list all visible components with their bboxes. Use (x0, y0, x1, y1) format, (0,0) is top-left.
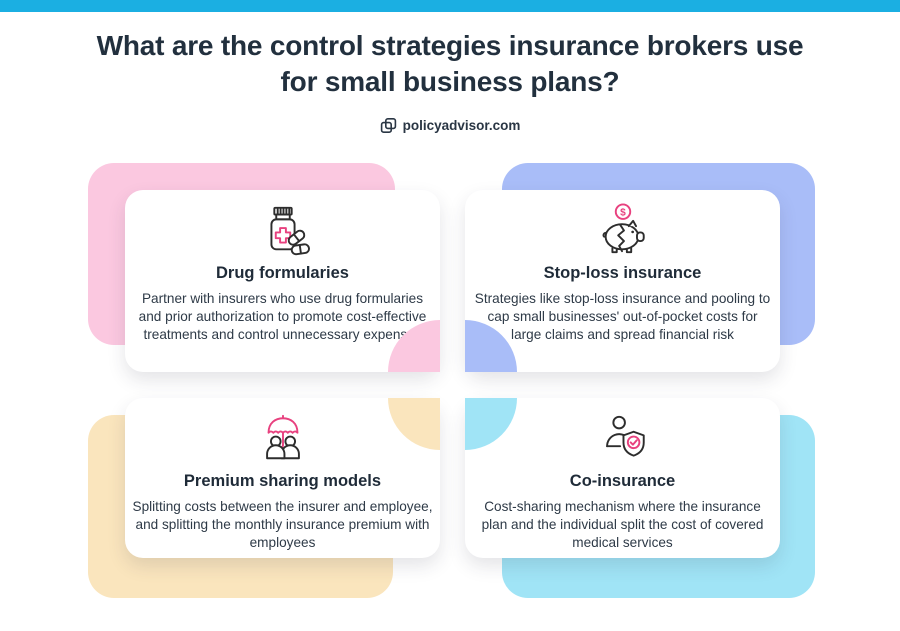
card-body: Strategies like stop-loss insurance and … (474, 291, 771, 343)
card-body: Cost-sharing mechanism where the insuran… (481, 499, 764, 551)
card-title: Premium sharing models (183, 472, 382, 490)
card-title: Co-insurance (569, 472, 676, 490)
card-title: Drug formularies (216, 264, 349, 282)
card-group-premium-sharing-models: Premium sharing models Splitting costs b… (88, 398, 443, 600)
piggy-bank-icon: $ (593, 203, 653, 257)
policyadvisor-logo-icon (380, 117, 397, 134)
person-shield-icon (593, 411, 653, 465)
page-title-line2: for small business plans? (280, 66, 620, 97)
card-title: Stop-loss insurance (543, 264, 702, 282)
card-group-stop-loss-insurance: $ Stop-loss insurance Strategies like st… (465, 163, 815, 375)
card-premium-sharing-models: Premium sharing models Splitting costs b… (125, 398, 440, 558)
page-title-line1: What are the control strategies insuranc… (96, 30, 804, 61)
brand: policyadvisor.com (0, 117, 900, 134)
svg-text:$: $ (620, 208, 626, 219)
top-accent-bar (0, 0, 900, 12)
card-group-co-insurance: Co-insurance Cost-sharing mechanism wher… (465, 398, 815, 600)
card-drug-formularies: Drug formularies Partner with insurers w… (125, 190, 440, 372)
card-body: Partner with insurers who use drug formu… (138, 291, 427, 343)
brand-text: policyadvisor.com (402, 118, 521, 133)
pill-bottle-icon (252, 203, 314, 257)
card-co-insurance: Co-insurance Cost-sharing mechanism wher… (465, 398, 780, 558)
card-group-drug-formularies: Drug formularies Partner with insurers w… (88, 163, 443, 375)
card-stop-loss-insurance: $ Stop-loss insurance Strategies like st… (465, 190, 780, 372)
page-title: What are the control strategies insuranc… (0, 28, 900, 100)
umbrella-people-icon (252, 411, 314, 465)
card-body: Splitting costs between the insurer and … (132, 499, 433, 551)
